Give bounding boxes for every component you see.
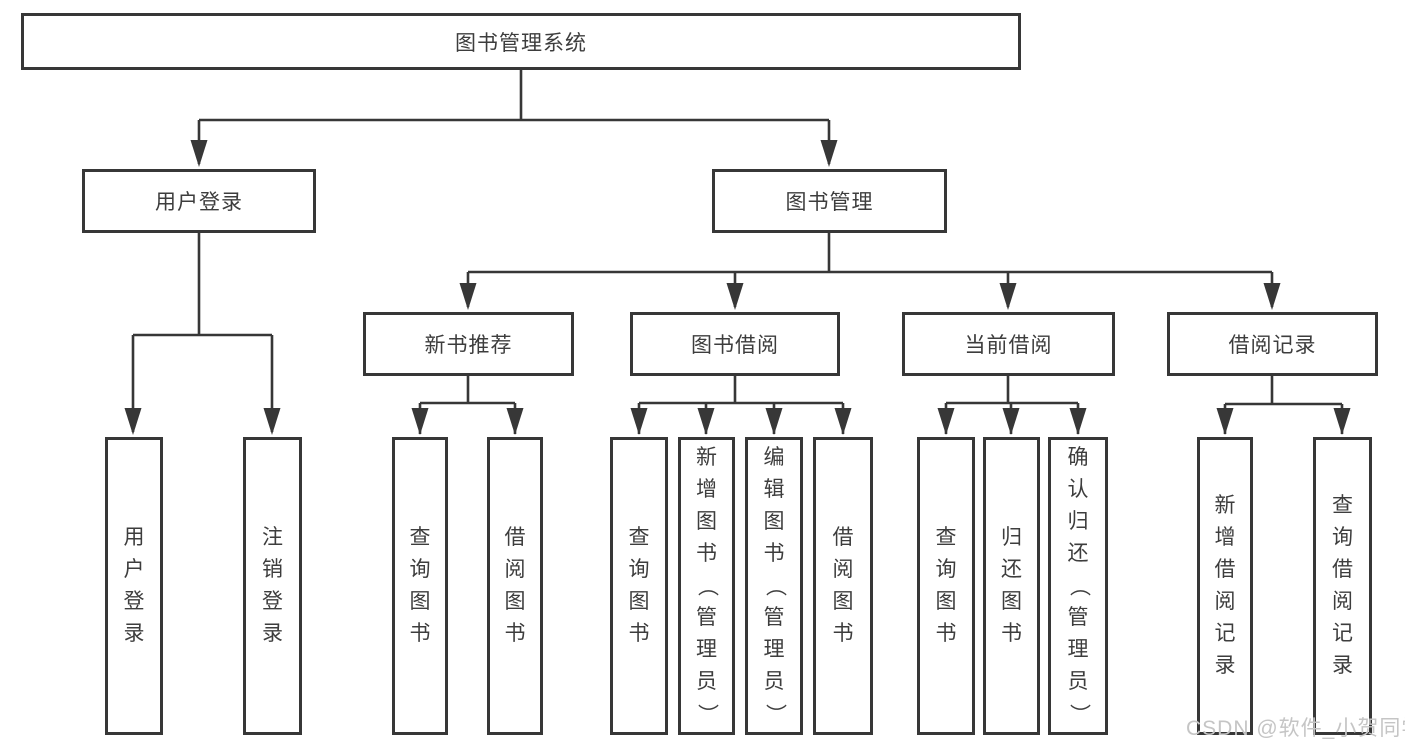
- leaf-return-books: 归还图书: [983, 437, 1040, 735]
- leaf-edit-books-admin-label: 编辑图书（管理员）: [763, 446, 786, 725]
- node-user-login-label: 用户登录: [155, 191, 243, 214]
- leaf-add-books-admin-label: 新增图书（管理员）: [695, 446, 719, 725]
- leaf-borrow-books-2: 借阅图书: [813, 437, 873, 735]
- node-book-borrow-label: 图书借阅: [691, 334, 779, 357]
- node-current-borrow-label: 当前借阅: [964, 334, 1053, 357]
- leaf-add-borrow-record: 新增借阅记录: [1197, 437, 1253, 735]
- leaf-query-books-2-label: 查询图书: [628, 526, 650, 645]
- leaf-query-borrow-record: 查询借阅记录: [1313, 437, 1372, 735]
- node-book-management-label: 图书管理: [785, 191, 874, 214]
- leaf-user-login-label: 用户登录: [123, 526, 145, 645]
- leaf-edit-books-admin: 编辑图书（管理员）: [745, 437, 803, 735]
- leaf-query-books-3-label: 查询图书: [935, 526, 957, 645]
- node-borrow-records: 借阅记录: [1167, 312, 1378, 376]
- leaf-query-books-1: 查询图书: [392, 437, 448, 735]
- leaf-return-books-label: 归还图书: [1001, 526, 1022, 645]
- csdn-watermark: CSDN @软件_小贺同学: [1186, 717, 1405, 740]
- node-current-borrow: 当前借阅: [902, 312, 1115, 376]
- leaf-borrow-books-2-label: 借阅图书: [832, 526, 854, 645]
- node-new-book-recommend-label: 新书推荐: [424, 334, 513, 357]
- node-user-login: 用户登录: [82, 169, 316, 233]
- leaf-query-books-1-label: 查询图书: [409, 526, 431, 645]
- leaf-confirm-return-admin-label: 确认归还（管理员）: [1067, 446, 1090, 725]
- node-book-borrow: 图书借阅: [630, 312, 840, 376]
- leaf-logout: 注销登录: [243, 437, 302, 735]
- leaf-add-books-admin: 新增图书（管理员）: [678, 437, 735, 735]
- node-root-label: 图书管理系统: [455, 31, 587, 55]
- leaf-query-books-2: 查询图书: [610, 437, 668, 735]
- node-book-management: 图书管理: [712, 169, 947, 233]
- leaf-confirm-return-admin: 确认归还（管理员）: [1048, 437, 1108, 735]
- node-new-book-recommend: 新书推荐: [363, 312, 574, 376]
- node-root-library-system: 图书管理系统: [21, 13, 1021, 70]
- leaf-query-borrow-record-label: 查询借阅记录: [1332, 494, 1353, 677]
- leaf-add-borrow-record-label: 新增借阅记录: [1214, 494, 1236, 677]
- node-borrow-records-label: 借阅记录: [1228, 334, 1317, 357]
- leaf-user-login: 用户登录: [105, 437, 163, 735]
- leaf-borrow-books-1: 借阅图书: [487, 437, 543, 735]
- leaf-borrow-books-1-label: 借阅图书: [504, 526, 526, 645]
- leaf-logout-label: 注销登录: [262, 526, 283, 645]
- leaf-query-books-3: 查询图书: [917, 437, 975, 735]
